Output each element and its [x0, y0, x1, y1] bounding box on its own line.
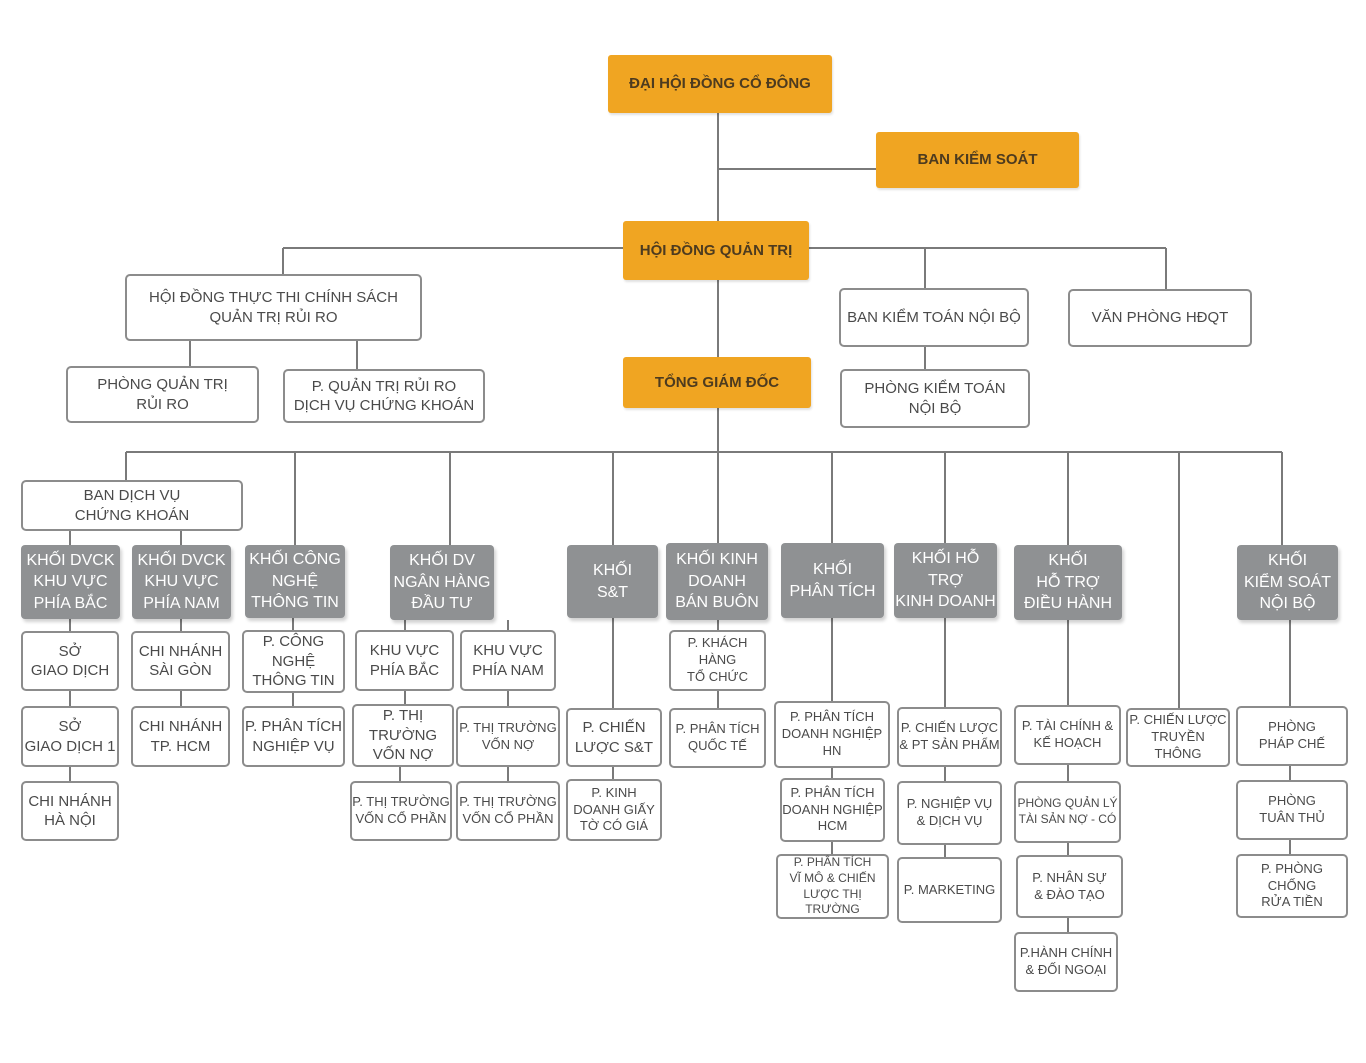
node-hoi-dong-quan-tri: HỘI ĐỒNG QUẢN TRỊ	[623, 221, 809, 280]
node-khoi-st: KHỐI S&T	[567, 545, 658, 618]
node-khoi-phan-tich: KHỐI PHÂN TÍCH	[781, 543, 884, 618]
node-p-phan-tich-doanh-nghiep-hcm: P. PHÂN TÍCH DOANH NGHIỆP HCM	[780, 778, 885, 842]
node-chi-nhanh-tp-hcm: CHI NHÁNH TP. HCM	[131, 706, 230, 767]
node-chi-nhanh-ha-noi: CHI NHÁNH HÀ NỘI	[21, 781, 119, 841]
node-p-nghiep-vu-dich-vu: P. NGHIỆP VỤ & DỊCH VỤ	[897, 781, 1002, 845]
node-khoi-ho-tro-kinh-doanh: KHỐI HỖ TRỢ KINH DOANH	[894, 543, 997, 618]
node-khoi-dv-ngan-hang-dau-tu: KHỐI DV NGÂN HÀNG ĐẦU TƯ	[390, 545, 494, 620]
node-p-phong-chong-rua-tien: P. PHÒNG CHỐNG RỬA TIỀN	[1236, 854, 1348, 918]
node-dai-hoi-dong-co-dong: ĐẠI HỘI ĐỒNG CỔ ĐÔNG	[608, 55, 832, 113]
node-p-khach-hang-to-chuc: P. KHÁCH HÀNG TỔ CHỨC	[669, 630, 766, 691]
node-p-tai-chinh-ke-hoach: P. TÀI CHÍNH & KẾ HOẠCH	[1014, 705, 1121, 765]
node-p-phan-tich-quoc-te: P. PHÂN TÍCH QUỐC TẾ	[669, 708, 766, 768]
node-hoi-dong-thuc-thi-chinh-sach: HỘI ĐỒNG THỰC THI CHÍNH SÁCH QUẢN TRỊ RỦ…	[125, 274, 422, 341]
node-p-phan-tich-doanh-nghiep-hn: P. PHÂN TÍCH DOANH NGHIỆP HN	[774, 701, 890, 768]
node-so-giao-dich-1: SỞ GIAO DỊCH 1	[21, 706, 119, 767]
node-p-hanh-chinh-doi-ngoai: P.HÀNH CHÍNH & ĐỐI NGOẠI	[1014, 932, 1118, 992]
node-p-nhan-su-dao-tao: P. NHÂN SỰ & ĐÀO TẠO	[1016, 855, 1123, 918]
node-p-chien-luoc-truyen-thong: P. CHIẾN LƯỢC TRUYỀN THÔNG	[1126, 708, 1230, 767]
node-phong-kiem-toan-noi-bo: PHÒNG KIỂM TOÁN NỘI BỘ	[840, 369, 1030, 428]
node-p-cong-nghe-thong-tin: P. CÔNG NGHỆ THÔNG TIN	[242, 630, 345, 693]
node-p-marketing: P. MARKETING	[897, 857, 1002, 923]
node-p-thi-truong-von-no-bac: P. THỊ TRƯỜNG VỐN NỢ	[352, 704, 454, 767]
node-ban-dich-vu-chung-khoan: BAN DỊCH VỤ CHỨNG KHOÁN	[21, 480, 243, 531]
node-khoi-ho-tro-dieu-hanh: KHỐI HỖ TRỢ ĐIỀU HÀNH	[1014, 545, 1122, 620]
node-khoi-kiem-soat-noi-bo: KHỐI KIỂM SOÁT NỘI BỘ	[1237, 545, 1338, 620]
node-khoi-dvck-phia-bac: KHỐI DVCK KHU VỰC PHÍA BẮC	[21, 545, 120, 619]
node-ban-kiem-toan-noi-bo: BAN KIỂM TOÁN NỘI BỘ	[839, 288, 1029, 347]
node-phong-quan-ly-tai-san-no-co: PHÒNG QUẢN LÝ TÀI SẢN NỢ - CÓ	[1014, 781, 1121, 843]
node-khoi-kinh-doanh-ban-buon: KHỐI KINH DOANH BÁN BUÔN	[666, 543, 768, 620]
node-khoi-cong-nghe-thong-tin: KHỐI CÔNG NGHỆ THÔNG TIN	[245, 545, 345, 618]
node-khu-vuc-phia-nam: KHU VỰC PHÍA NAM	[460, 630, 556, 691]
node-khoi-dvck-phia-nam: KHỐI DVCK KHU VỰC PHÍA NAM	[132, 545, 231, 619]
node-p-phan-tich-nghiep-vu: P. PHÂN TÍCH NGHIỆP VỤ	[242, 706, 345, 767]
node-p-kinh-doanh-giay-to-co-gia: P. KINH DOANH GIẤY TỜ CÓ GIÁ	[566, 779, 662, 841]
node-tong-giam-doc: TỔNG GIÁM ĐỐC	[623, 357, 811, 408]
node-van-phong-hdqt: VĂN PHÒNG HĐQT	[1068, 289, 1252, 347]
node-p-thi-truong-von-co-phan-nam: P. THỊ TRƯỜNG VỐN CỔ PHẦN	[456, 781, 560, 841]
node-chi-nhanh-sai-gon: CHI NHÁNH SÀI GÒN	[131, 631, 230, 691]
node-khu-vuc-phia-bac: KHU VỰC PHÍA BẮC	[355, 630, 454, 691]
node-p-thi-truong-von-co-phan-bac: P. THỊ TRƯỜNG VỐN CỔ PHẦN	[350, 781, 452, 841]
node-phong-phap-che: PHÒNG PHÁP CHẾ	[1236, 706, 1348, 766]
node-so-giao-dich: SỞ GIAO DỊCH	[21, 631, 119, 691]
node-ban-kiem-soat: BAN KIỂM SOÁT	[876, 132, 1079, 188]
node-p-chien-luoc-pt-san-pham: P. CHIẾN LƯỢC & PT SẢN PHẨM	[897, 707, 1002, 767]
node-p-quan-tri-rui-ro-dvck: P. QUẢN TRỊ RỦI RO DỊCH VỤ CHỨNG KHOÁN	[283, 369, 485, 423]
node-p-chien-luoc-st: P. CHIẾN LƯỢC S&T	[566, 708, 662, 767]
node-phong-quan-tri-rui-ro: PHÒNG QUẢN TRỊ RỦI RO	[66, 366, 259, 423]
node-p-phan-tich-vi-mo: P. PHÂN TÍCH VĨ MÔ & CHIẾN LƯỢC THỊ TRƯỜ…	[776, 854, 889, 919]
node-phong-tuan-thu: PHÒNG TUÂN THỦ	[1236, 780, 1348, 840]
node-p-thi-truong-von-no-nam: P. THỊ TRƯỜNG VỐN NỢ	[456, 706, 560, 767]
